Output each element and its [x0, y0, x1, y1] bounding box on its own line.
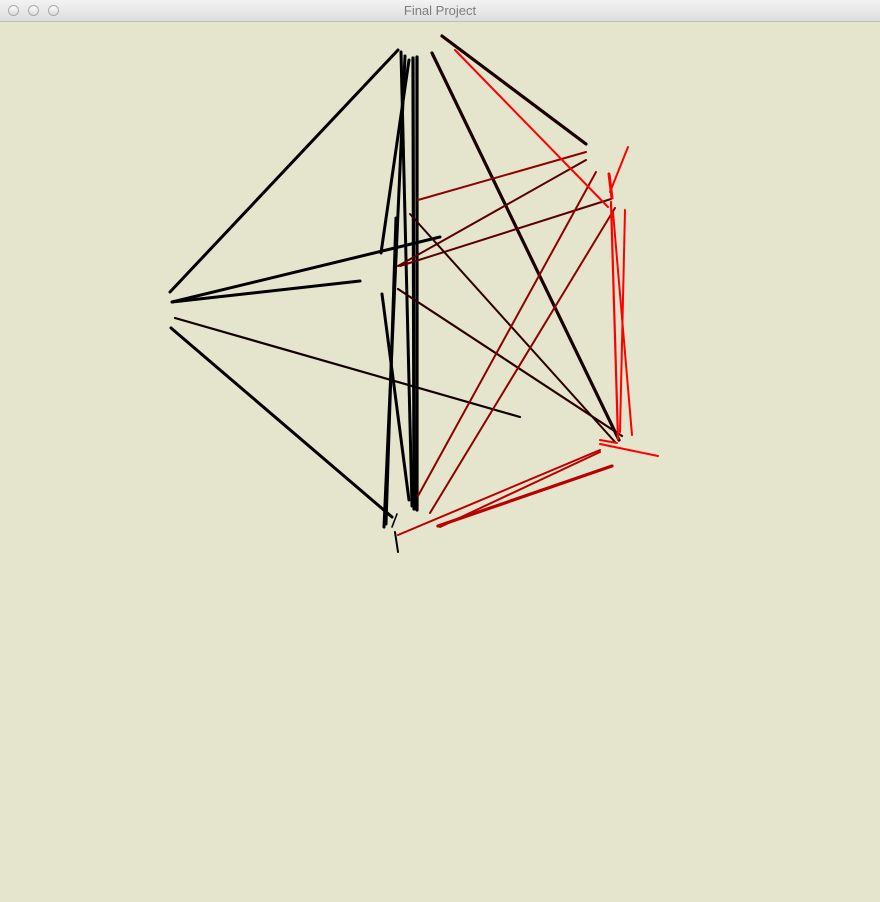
sketch-line [409, 213, 616, 443]
sketch-line [411, 56, 416, 511]
black-lines [168, 34, 621, 553]
sketch-line [397, 159, 587, 267]
close-button[interactable] [8, 5, 19, 16]
sketch-line [599, 439, 618, 444]
sketch-line [436, 464, 614, 528]
sketch-line [439, 451, 601, 528]
sketch-line [170, 279, 362, 304]
red-lines [454, 49, 659, 457]
sketch-line [417, 151, 587, 201]
sketch-line [397, 449, 601, 536]
sketch-line [609, 146, 629, 193]
sketch-line [429, 207, 616, 514]
sketch-line [379, 58, 411, 255]
sketch-line [619, 209, 626, 433]
sketch-line [394, 531, 399, 553]
sketch-line [609, 200, 620, 441]
gradient-lines [396, 151, 624, 536]
sketch-line [417, 171, 597, 497]
sketch-line [173, 316, 522, 419]
sketch-line [396, 287, 624, 438]
window-title: Final Project [403, 3, 477, 18]
title-bar[interactable]: Final Project [0, 0, 880, 22]
sketch-line [391, 513, 398, 528]
sketch-canvas[interactable] [0, 22, 880, 902]
sketch-line [380, 292, 411, 502]
sketch-line [169, 326, 394, 519]
sketch-line [168, 48, 400, 294]
zoom-button[interactable] [48, 5, 59, 16]
sketch-svg [168, 34, 659, 553]
minimize-button[interactable] [28, 5, 39, 16]
sketch-line [607, 172, 614, 200]
sketch-line [599, 443, 659, 457]
sketch-line [399, 198, 612, 267]
sketch-line [440, 34, 588, 146]
sketch-line [430, 51, 621, 442]
sketch-line [454, 49, 609, 208]
